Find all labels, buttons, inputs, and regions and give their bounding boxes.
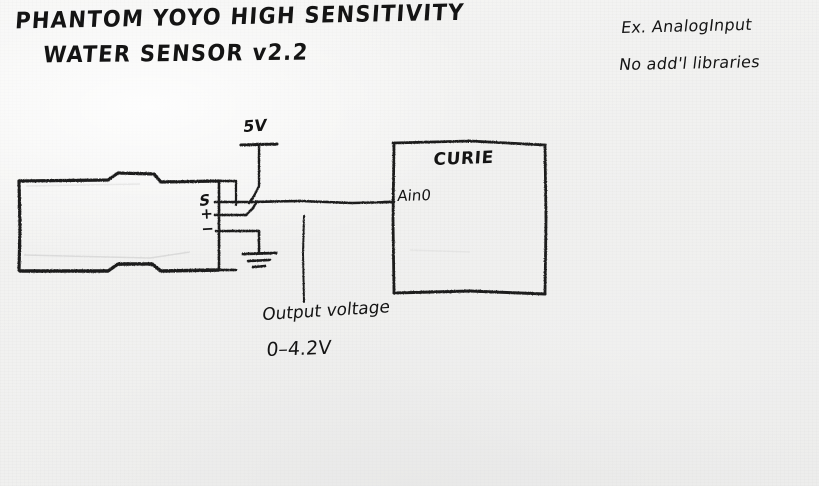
annotation-output-voltage-range: 0–4.2V xyxy=(265,336,332,362)
power-rail-symbol xyxy=(239,142,279,205)
annotation-leader-line xyxy=(302,215,305,303)
signal-wire xyxy=(250,199,395,205)
mcu-pin-label-ain0: Ain0 xyxy=(396,186,432,206)
power-net-wire xyxy=(244,201,258,217)
ground-symbol xyxy=(241,251,278,269)
page-title-line-2: WATER SENSOR v2.2 xyxy=(42,39,310,68)
sensor-pin-label-ground: − xyxy=(200,219,215,238)
power-rail-label: 5V xyxy=(242,115,268,137)
note-no-libraries: No add'l libraries xyxy=(617,52,762,75)
mcu-box-title: CURIE xyxy=(432,147,495,171)
mcu-box-outline xyxy=(391,139,548,296)
sensor-pin-leads xyxy=(213,200,254,233)
sensor-body-outline xyxy=(17,171,238,273)
ground-net-wire xyxy=(238,229,261,255)
note-example-sketch: Ex. AnalogInput xyxy=(620,14,754,38)
pencil-smudges xyxy=(23,183,471,259)
